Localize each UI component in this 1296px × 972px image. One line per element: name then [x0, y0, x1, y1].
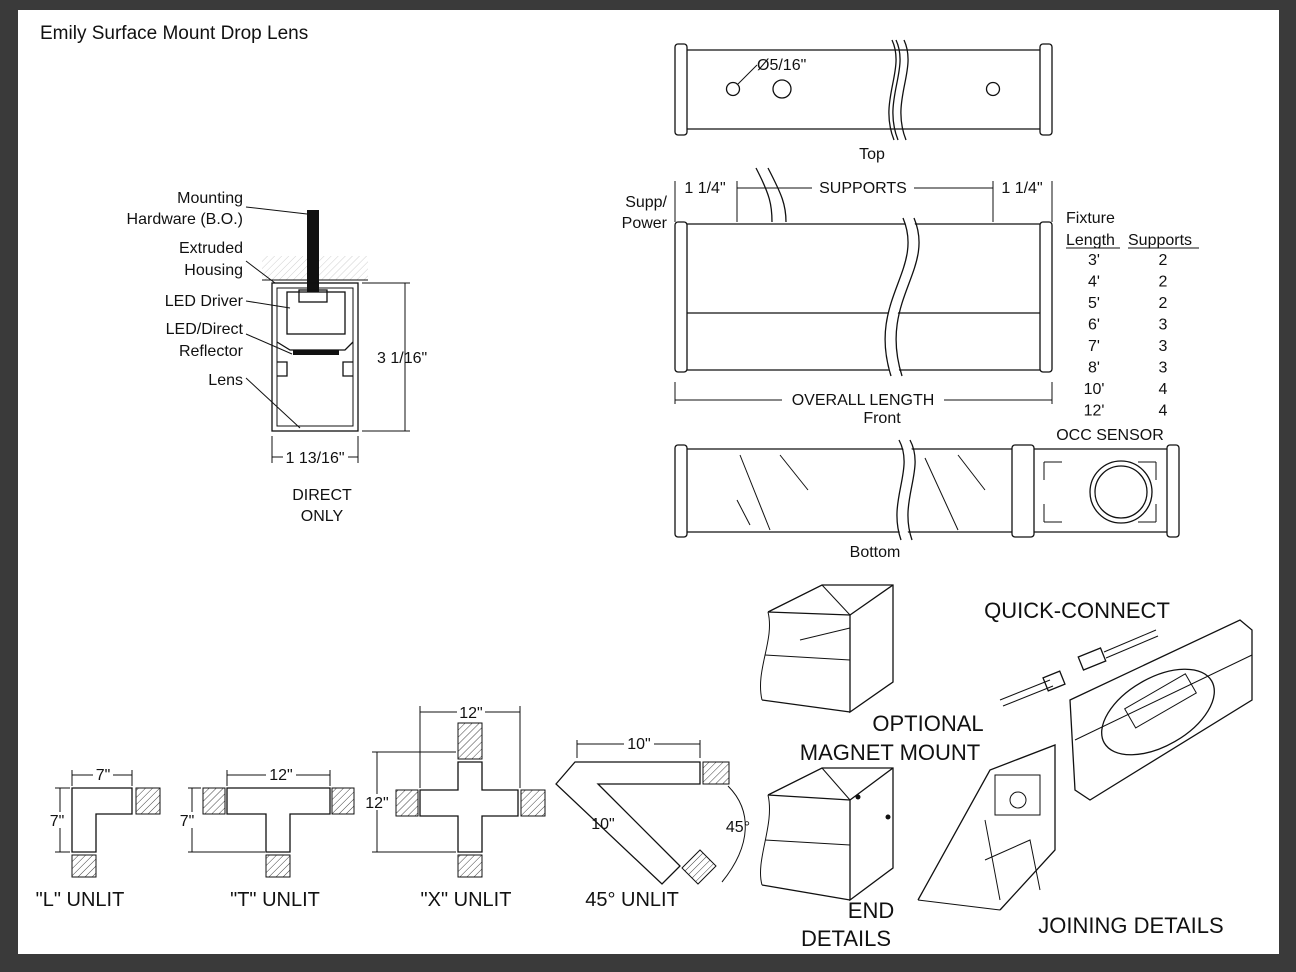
x-dim-w: 12"	[459, 705, 482, 722]
t-dim-w: 12"	[269, 767, 292, 784]
table-cell-supports: 2	[1159, 252, 1168, 269]
table-cell-supports: 4	[1159, 381, 1168, 398]
l-dim-h: 7"	[50, 813, 65, 830]
table-cell-supports: 2	[1159, 274, 1168, 291]
cross-section: Mounting Hardware (B.O.) Extruded Housin…	[127, 190, 428, 525]
callout-driver: LED Driver	[165, 293, 244, 310]
callout-reflector-1: LED/Direct	[166, 321, 244, 338]
left-offset-dim: 1 1/4"	[684, 180, 725, 197]
table-cell-length: 12'	[1084, 403, 1105, 420]
x-label: "X" UNLIT	[421, 889, 512, 911]
a45-label: 45° UNLIT	[585, 889, 679, 911]
table-cell-supports: 3	[1159, 338, 1168, 355]
table-rows: 3' 2 4' 2 5' 2 6' 3 7' 3 8' 3 10' 4 12' 4	[1084, 252, 1168, 420]
table-header-fixture: Fixture	[1066, 210, 1115, 227]
magnet-mount-label-1: OPTIONAL	[872, 711, 983, 736]
page-title: Emily Surface Mount Drop Lens	[40, 23, 308, 44]
width-dimension: 1 13/16"	[285, 450, 344, 467]
joining-details-label: JOINING DETAILS	[1038, 913, 1223, 938]
table-cell-length: 6'	[1088, 317, 1100, 334]
table-cell-length: 8'	[1088, 360, 1100, 377]
supp-power-1: Supp/	[625, 194, 667, 211]
quick-connect-label: QUICK-CONNECT	[984, 598, 1170, 623]
magnet-mount-detail	[760, 584, 894, 714]
overall-length-dim: OVERALL LENGTH	[792, 392, 935, 409]
a45-dim-side: 10"	[591, 816, 614, 833]
end-detail	[760, 767, 894, 902]
corner-t: 12" 7" "T" UNLIT	[178, 766, 355, 911]
paper	[18, 10, 1279, 954]
extruded-housing	[271, 282, 359, 432]
table-cell-supports: 3	[1159, 360, 1168, 377]
bottom-view-label: Bottom	[850, 544, 901, 561]
l-label: "L" UNLIT	[36, 889, 125, 911]
x-dim-h: 12"	[365, 795, 388, 812]
height-dimension: 3 1/16"	[377, 350, 427, 367]
corner-45: 10" 10" 45° 45° UNLIT	[555, 735, 750, 911]
table-cell-supports: 4	[1159, 403, 1168, 420]
callout-mounting-2: Hardware (B.O.)	[127, 211, 243, 228]
mounting-bolt	[307, 210, 319, 292]
joining-detail	[917, 619, 1253, 911]
led-driver	[286, 291, 346, 335]
table-cell-length: 7'	[1088, 338, 1100, 355]
supports-dim: SUPPORTS	[819, 180, 907, 197]
l-dim-w: 7"	[96, 767, 111, 784]
front-view-label: Front	[863, 410, 901, 427]
bottom-view: OCC SENSOR Bottom	[674, 427, 1180, 561]
front-view: 1 1/4" SUPPORTS 1 1/4" Supp/ Power OVERA…	[622, 167, 1053, 427]
table-cell-length: 10'	[1084, 381, 1105, 398]
end-details-label-1: END	[848, 898, 894, 923]
a45-dim-top: 10"	[627, 736, 650, 753]
corner-x: 12" 12" "X" UNLIT	[364, 704, 546, 911]
t-label: "T" UNLIT	[230, 889, 320, 911]
mode-line-1: DIRECT	[292, 487, 352, 504]
table-cell-supports: 3	[1159, 317, 1168, 334]
corner-l: 7" 7" "L" UNLIT	[36, 766, 161, 911]
callout-housing-1: Extruded	[179, 240, 243, 257]
table-col-length: Length	[1066, 232, 1115, 249]
hole-dimension: Ø5/16"	[757, 57, 806, 74]
right-offset-dim: 1 1/4"	[1001, 180, 1042, 197]
callout-lens: Lens	[208, 372, 243, 389]
magnet-mount-label-2: MAGNET MOUNT	[800, 740, 980, 765]
table-col-supports: Supports	[1128, 232, 1192, 249]
callout-mounting-1: Mounting	[177, 190, 243, 207]
top-view: Ø5/16" Top	[674, 39, 1053, 163]
a45-angle: 45°	[726, 819, 750, 836]
callout-housing-2: Housing	[184, 262, 243, 279]
t-dim-h: 7"	[180, 813, 195, 830]
top-view-label: Top	[859, 146, 885, 163]
table-cell-length: 5'	[1088, 295, 1100, 312]
table-cell-length: 3'	[1088, 252, 1100, 269]
occ-sensor	[1089, 460, 1153, 524]
callout-reflector-2: Reflector	[179, 343, 244, 360]
supp-power-2: Power	[622, 215, 668, 232]
table-cell-length: 4'	[1088, 274, 1100, 291]
mode-line-2: ONLY	[301, 508, 344, 525]
end-details-label-2: DETAILS	[801, 926, 891, 951]
table-cell-supports: 2	[1159, 295, 1168, 312]
sensor-label: OCC SENSOR	[1056, 427, 1164, 444]
supports-table: Fixture Length Supports 3' 2 4' 2 5' 2 6' 3 7' 3 8…	[1066, 210, 1199, 420]
